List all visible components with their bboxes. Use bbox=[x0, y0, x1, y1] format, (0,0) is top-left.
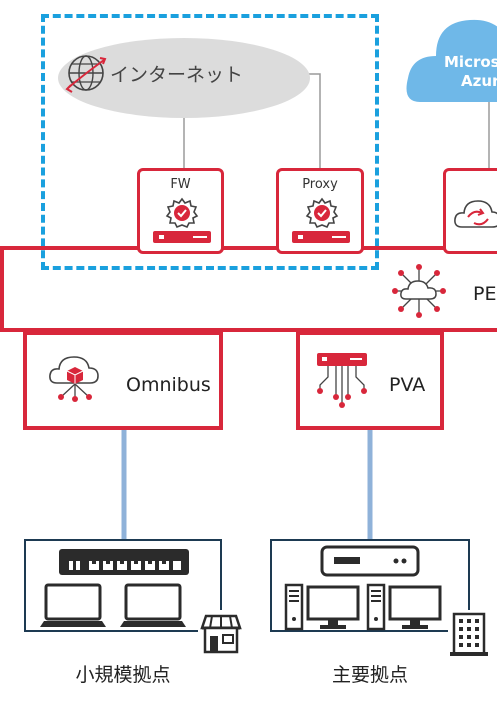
desktop-pc-icon bbox=[284, 583, 360, 631]
fw-label: FW bbox=[170, 177, 191, 192]
server-unit-icon bbox=[320, 545, 420, 577]
router-branch-icon bbox=[317, 353, 367, 408]
pe-label: PE bbox=[473, 283, 497, 305]
main-site-box bbox=[270, 539, 470, 632]
desktop-pc-icon bbox=[366, 583, 442, 631]
appliance-icon bbox=[292, 231, 350, 243]
globe-icon bbox=[65, 55, 107, 93]
azure-cloud: Micros Azur bbox=[406, 8, 497, 106]
laptop-icon bbox=[40, 583, 106, 627]
cloud-box-icon bbox=[49, 356, 99, 402]
security-gear-icon bbox=[165, 197, 199, 229]
small-site-label: 小規模拠点 bbox=[75, 664, 171, 686]
pe-cloud-hub-icon bbox=[392, 264, 446, 318]
small-site-box bbox=[24, 539, 222, 632]
pva-box: PVA bbox=[296, 331, 444, 430]
azure-gateway-node bbox=[443, 168, 497, 254]
internet-zone bbox=[41, 14, 379, 270]
omnibus-label: Omnibus bbox=[126, 374, 211, 396]
proxy-node: Proxy bbox=[276, 168, 364, 254]
omnibus-box: Omnibus bbox=[23, 331, 223, 430]
fw-node: FW bbox=[137, 168, 224, 254]
security-gear-icon bbox=[305, 197, 339, 229]
appliance-icon bbox=[153, 231, 211, 243]
internet-label: インターネット bbox=[110, 64, 244, 86]
laptop-icon bbox=[120, 583, 186, 627]
azure-cloud-shape bbox=[406, 19, 497, 102]
store-icon bbox=[198, 610, 244, 656]
pe-network-band bbox=[0, 246, 497, 332]
pva-label: PVA bbox=[389, 374, 426, 396]
switch-icon bbox=[59, 549, 189, 575]
internet-cloud bbox=[58, 38, 310, 118]
office-building-icon bbox=[448, 610, 488, 658]
azure-label-line2: Azur bbox=[461, 72, 497, 90]
internet-proxy-line bbox=[308, 73, 321, 170]
azure-label-line1: Micros bbox=[444, 53, 497, 71]
main-site-label: 主要拠点 bbox=[331, 664, 408, 686]
cloud-sync-icon bbox=[454, 200, 497, 228]
proxy-label: Proxy bbox=[302, 177, 338, 192]
